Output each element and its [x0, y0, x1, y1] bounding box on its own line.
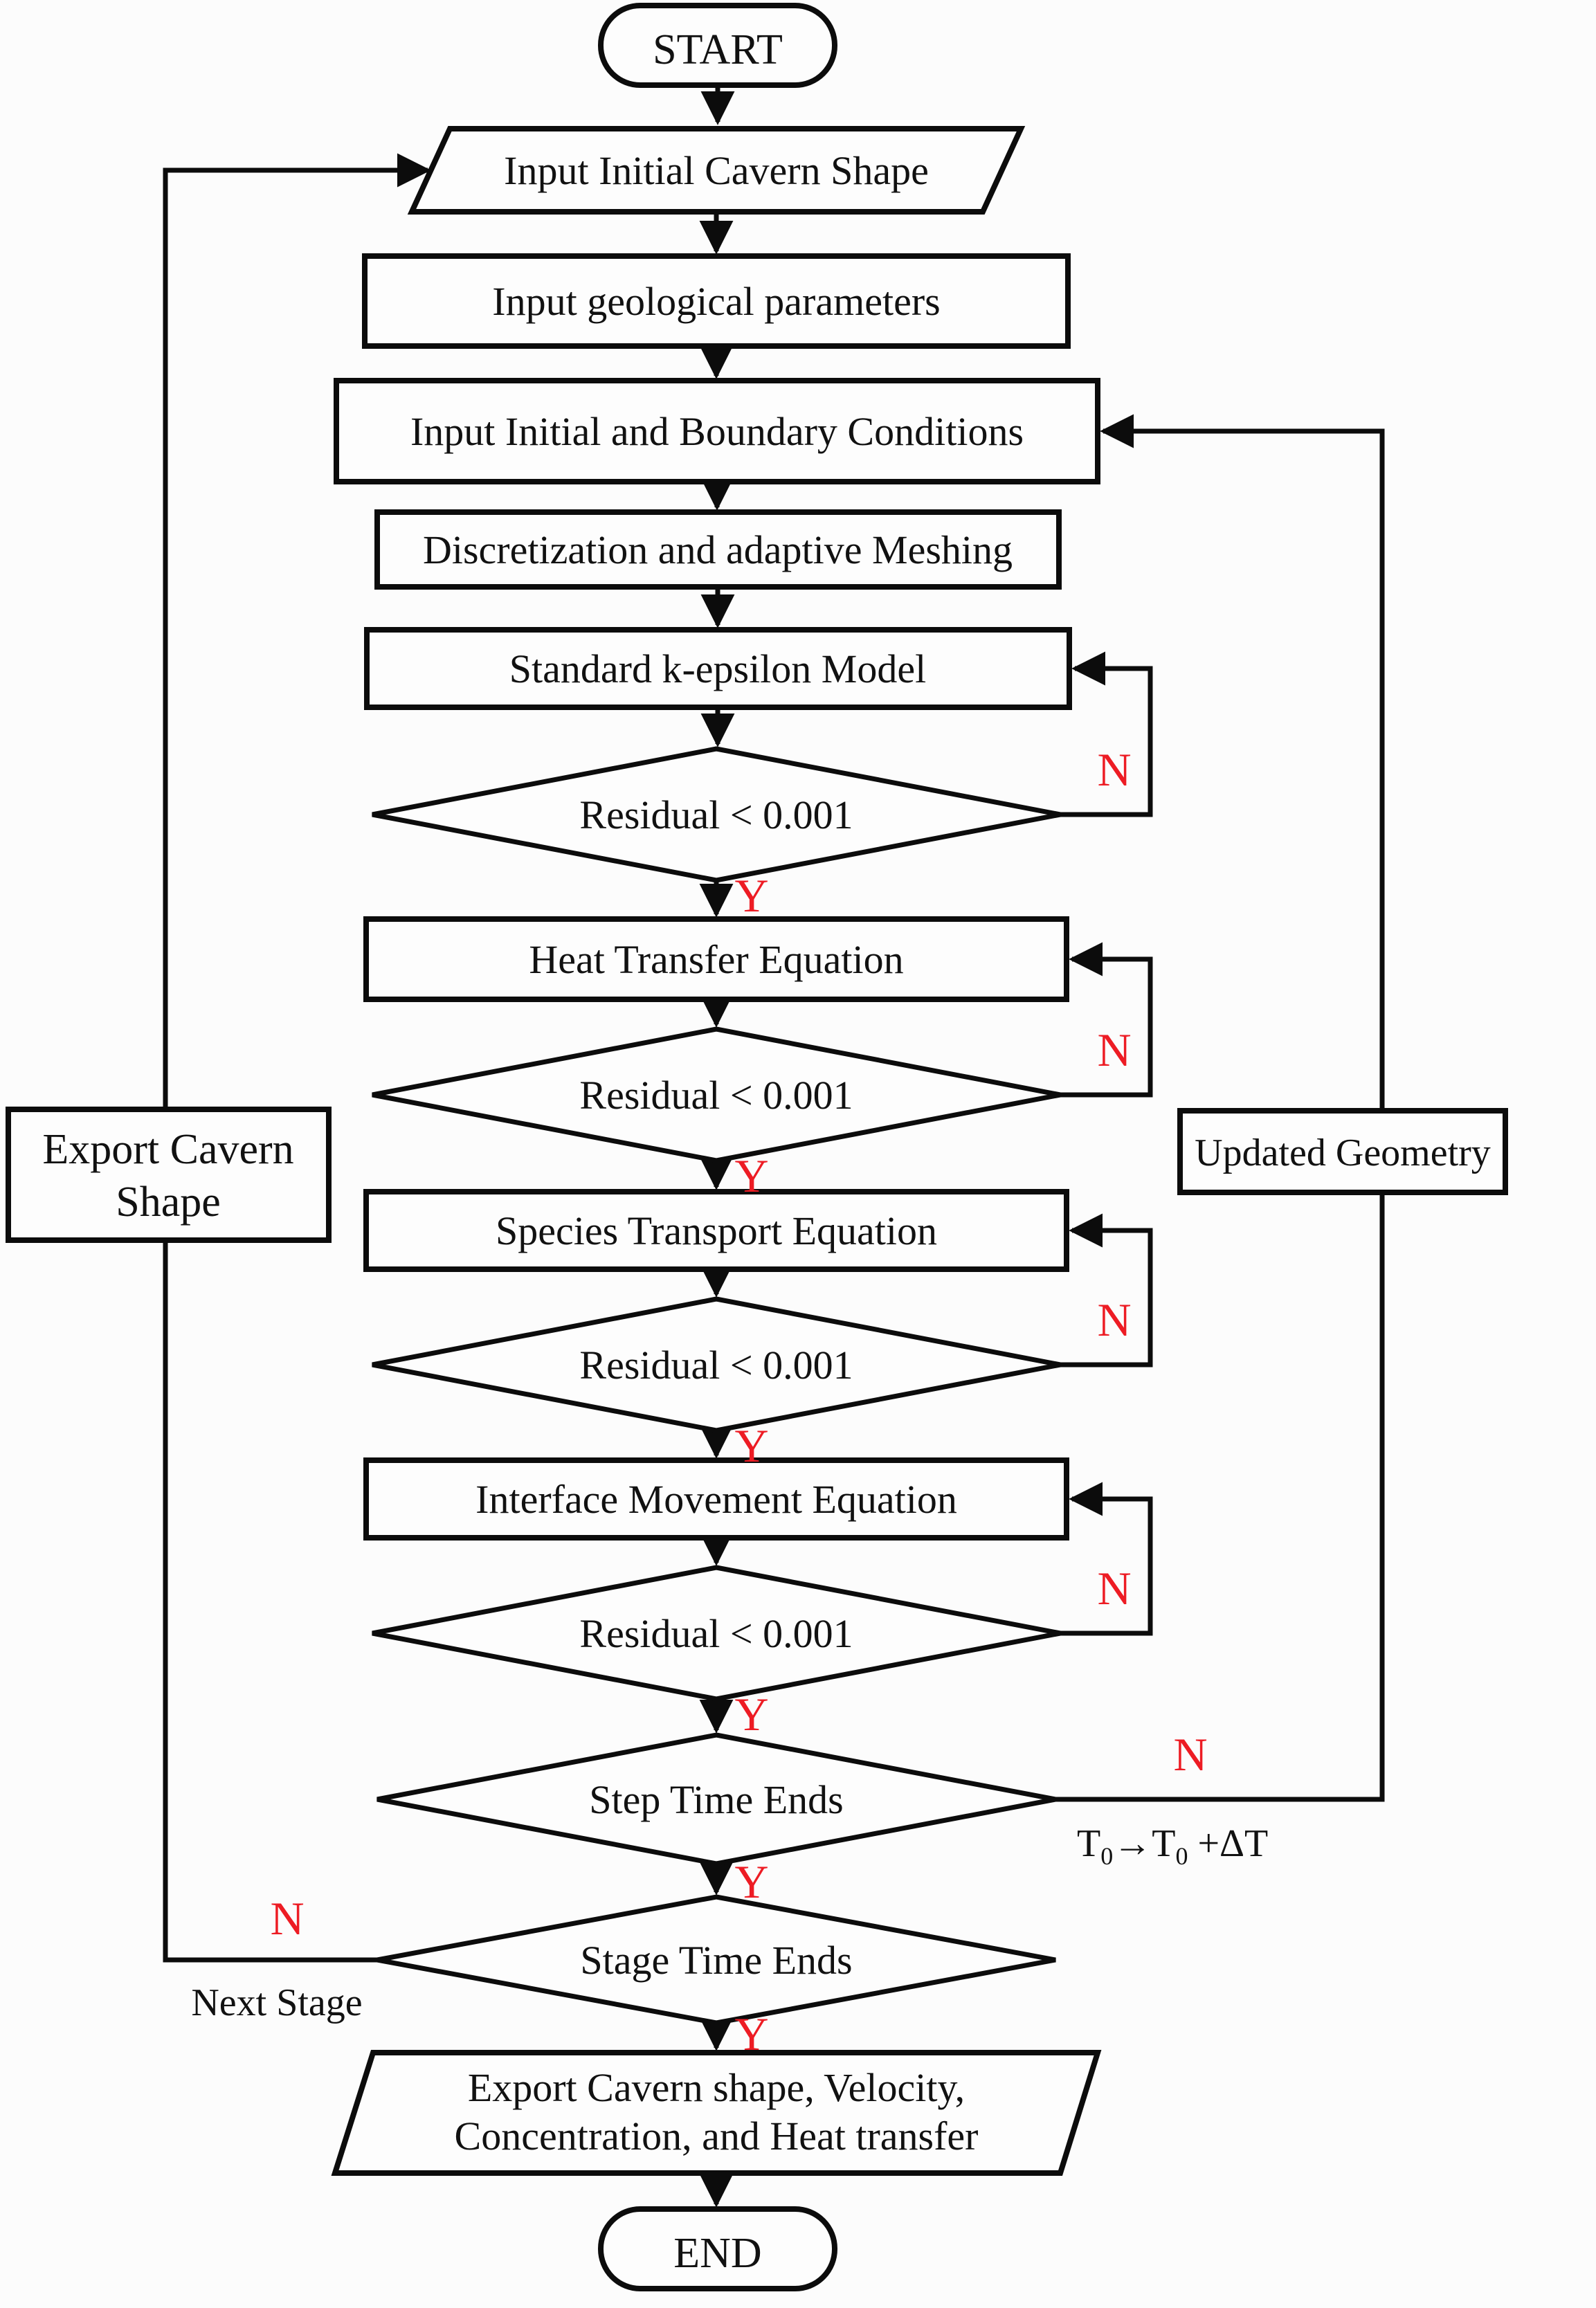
- stage-time-diamond: [377, 1894, 1056, 2026]
- residual1-diamond: [372, 746, 1061, 883]
- edge-residual4-no-loop: [1060, 1482, 1153, 1636]
- end-terminator-shape: [598, 2206, 837, 2291]
- export-cavern-label-line1: Export Cavern: [42, 1126, 293, 1173]
- node-export-results: Export Cavern shape, Velocity, Concentra…: [331, 2050, 1102, 2176]
- residual2-diamond: [372, 1026, 1061, 1163]
- export-results-label-line1: Export Cavern shape, Velocity,: [468, 2065, 965, 2110]
- export-results-parallelogram: [331, 2050, 1102, 2176]
- meshing-rect: [374, 509, 1062, 590]
- residual2-yes-label: Y: [734, 1150, 768, 1202]
- time-step-base1: T: [1077, 1822, 1100, 1865]
- time-step-sub2: 0: [1175, 1842, 1188, 1870]
- meshing-label: Discretization and adaptive Meshing: [423, 527, 1013, 572]
- residual4-diamond: [372, 1565, 1061, 1702]
- edge-residual2-no-loop: [1060, 942, 1153, 1098]
- node-updated-geometry: Updated Geometry: [1177, 1108, 1508, 1195]
- node-interface-movement: Interface Movement Equation: [363, 1457, 1069, 1541]
- k-epsilon-label: Standard k-epsilon Model: [509, 646, 926, 691]
- residual2-label: Residual < 0.001: [579, 1073, 853, 1118]
- input-geological-rect: [362, 253, 1071, 349]
- input-cavern-label: Input Initial Cavern Shape: [504, 148, 929, 193]
- end-label: END: [673, 2230, 761, 2277]
- start-terminator-shape: [598, 3, 837, 88]
- stagetime-yes-label: Y: [734, 2008, 768, 2060]
- residual1-label: Residual < 0.001: [579, 792, 853, 837]
- next-stage-label: Next Stage: [191, 1981, 362, 2024]
- time-step-base2: →T: [1113, 1822, 1175, 1865]
- decision-stage-time: Stage Time Ends: [377, 1894, 1056, 2026]
- input-boundary-label: Input Initial and Boundary Conditions: [410, 409, 1024, 454]
- node-start: START: [598, 3, 837, 88]
- residual4-yes-label: Y: [734, 1688, 768, 1741]
- time-step-sub1: 0: [1100, 1842, 1113, 1870]
- residual3-yes-label: Y: [734, 1419, 768, 1472]
- node-species-transport: Species Transport Equation: [363, 1189, 1069, 1272]
- export-cavern-label-line2: Shape: [116, 1179, 221, 1226]
- edges: [163, 85, 1385, 2208]
- residual4-no-label: N: [1097, 1562, 1131, 1615]
- node-heat-transfer: Heat Transfer Equation: [363, 916, 1069, 1002]
- steptime-yes-label: Y: [734, 1855, 768, 1908]
- step-time-label: Step Time Ends: [589, 1777, 843, 1822]
- node-k-epsilon: Standard k-epsilon Model: [364, 627, 1072, 710]
- residual3-no-label: N: [1097, 1293, 1131, 1346]
- k-epsilon-rect: [364, 627, 1072, 710]
- interface-movement-label: Interface Movement Equation: [475, 1477, 957, 1522]
- species-transport-rect: [363, 1189, 1069, 1272]
- updated-geometry-label: Updated Geometry: [1195, 1132, 1491, 1174]
- decision-residual-1: Residual < 0.001: [372, 746, 1061, 883]
- residual4-label: Residual < 0.001: [579, 1611, 853, 1656]
- decision-residual-4: Residual < 0.001: [372, 1565, 1061, 1702]
- residual1-yes-label: Y: [734, 869, 768, 922]
- updated-geometry-rect: [1177, 1108, 1508, 1195]
- interface-movement-rect: [363, 1457, 1069, 1541]
- node-input-geological: Input geological parameters: [362, 253, 1071, 349]
- heat-transfer-label: Heat Transfer Equation: [529, 937, 903, 982]
- time-step-update-label: T0→T0 +ΔT: [1077, 1822, 1268, 1870]
- node-input-boundary: Input Initial and Boundary Conditions: [334, 378, 1100, 484]
- edge-residual1-no-loop: [1060, 651, 1153, 817]
- stage-time-label: Stage Time Ends: [580, 1938, 852, 1983]
- input-geological-label: Input geological parameters: [492, 279, 940, 324]
- node-end: END: [598, 2206, 837, 2291]
- time-step-base3: +ΔT: [1188, 1822, 1268, 1865]
- decision-step-time: Step Time Ends: [377, 1732, 1056, 1866]
- heat-transfer-rect: [363, 916, 1069, 1002]
- start-label: START: [653, 26, 783, 73]
- residual3-diamond: [372, 1296, 1061, 1433]
- branch-labels: Y Y Y Y Y Y N N N N N N Next Stage T0→T0…: [191, 743, 1268, 2060]
- edge-residual3-no-loop: [1060, 1213, 1153, 1367]
- decision-residual-2: Residual < 0.001: [372, 1026, 1061, 1163]
- residual1-no-label: N: [1097, 743, 1131, 796]
- export-cavern-rect: [6, 1107, 332, 1243]
- step-time-diamond: [377, 1732, 1056, 1866]
- node-export-cavern-shape: Export Cavern Shape: [6, 1107, 332, 1243]
- stagetime-no-label: N: [270, 1892, 304, 1945]
- residual2-no-label: N: [1097, 1024, 1131, 1076]
- residual3-label: Residual < 0.001: [579, 1343, 853, 1388]
- decision-residual-3: Residual < 0.001: [372, 1296, 1061, 1433]
- node-input-cavern-shape: Input Initial Cavern Shape: [407, 126, 1026, 215]
- input-boundary-rect: [334, 378, 1100, 484]
- input-cavern-parallelogram: [407, 126, 1026, 215]
- steptime-no-label: N: [1173, 1728, 1207, 1781]
- edge-next-stage-loop: [163, 153, 431, 1963]
- species-transport-label: Species Transport Equation: [496, 1208, 937, 1253]
- node-meshing: Discretization and adaptive Meshing: [374, 509, 1062, 590]
- export-results-label-line2: Concentration, and Heat transfer: [455, 2114, 979, 2159]
